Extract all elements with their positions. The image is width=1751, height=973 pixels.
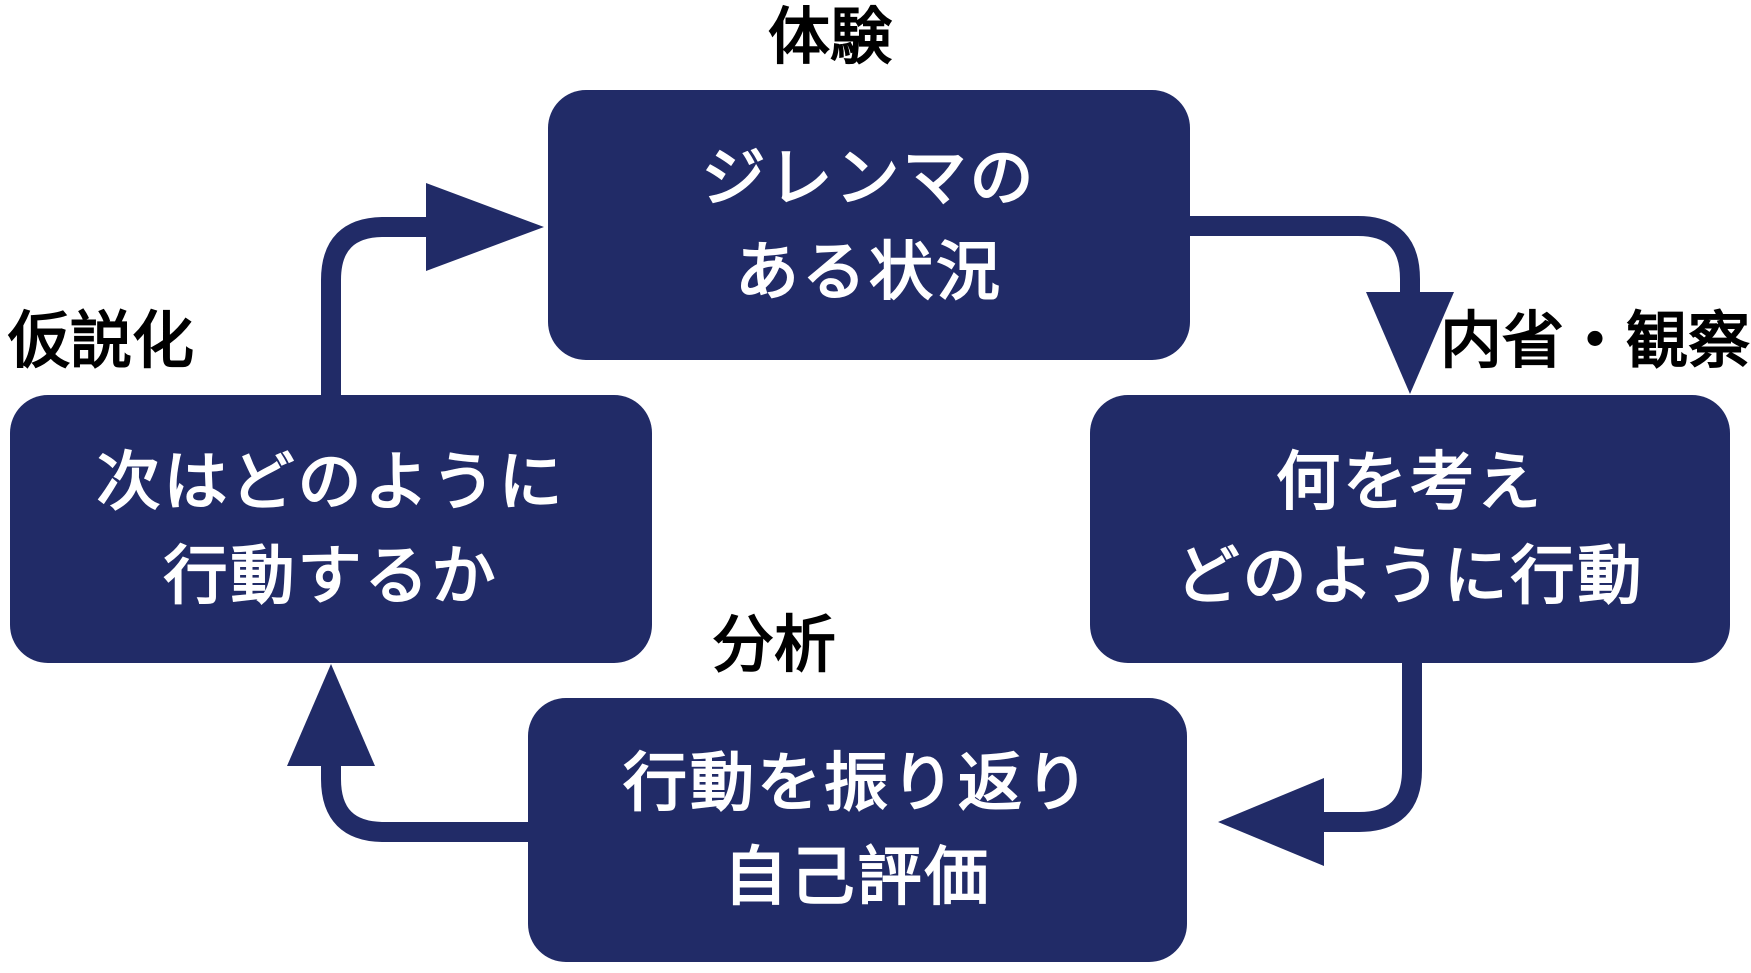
stage-label-experience: 体験	[768, 3, 893, 72]
node-experience-line2: ある状況	[735, 236, 1003, 308]
arrow-experience-to-reflection-icon	[1185, 216, 1454, 394]
node-experience-line1: ジレンマの	[701, 142, 1037, 214]
stage-label-analysis: 分析	[712, 611, 837, 680]
node-hypothesis-line1: 次はどのように	[96, 446, 566, 518]
node-reflection-observation: 何を考え どのように行動	[1090, 395, 1730, 663]
node-reflection-line2: どのように行動	[1175, 540, 1645, 612]
arrow-hypothesis-to-experience-icon	[321, 183, 544, 400]
stage-label-reflection-observation: 内省・観察	[1440, 307, 1751, 376]
arrow-analysis-to-hypothesis-icon	[287, 664, 534, 842]
stage-label-hypothesis: 仮説化	[8, 307, 195, 376]
node-analysis-line1: 行動を振り返り	[623, 747, 1092, 819]
node-analysis: 行動を振り返り 自己評価	[528, 698, 1187, 962]
node-hypothesis-line2: 行動するか	[163, 540, 499, 612]
node-analysis-line2: 自己評価	[723, 841, 992, 913]
node-hypothesis: 次はどのように 行動するか	[10, 395, 652, 663]
node-reflection-line1: 何を考え	[1276, 446, 1544, 518]
node-experience: ジレンマの ある状況	[548, 90, 1190, 360]
arrow-reflection-to-analysis-icon	[1218, 658, 1422, 866]
